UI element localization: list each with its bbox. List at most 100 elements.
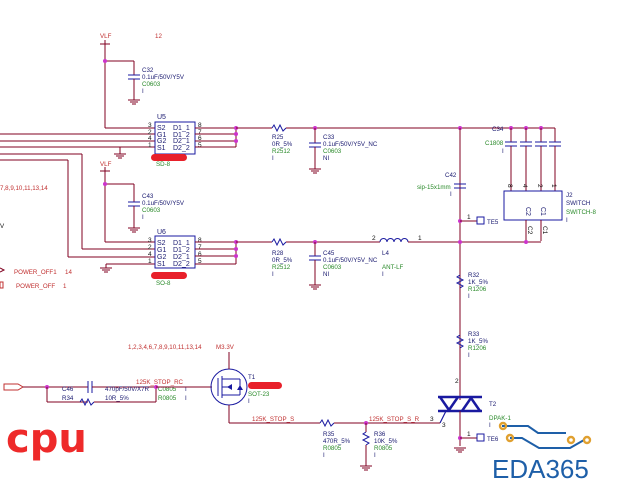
resistor-r28: R28 0R_5% R2512 I: [271, 237, 293, 278]
resistor-r33: R33 1K_5% R1206 I: [455, 331, 488, 359]
svg-text:2: 2: [536, 184, 543, 188]
svg-text:1: 1: [148, 142, 152, 149]
ground-symbol: [114, 153, 126, 159]
svg-text:I: I: [374, 452, 376, 459]
svg-text:C33: C33: [323, 134, 335, 141]
svg-text:3: 3: [148, 237, 152, 244]
inductor-l4: 2 1 L4 ANT-LF I: [372, 235, 422, 278]
svg-text:1,2,3,4,6,7,8,9,10,11,13,14: 1,2,3,4,6,7,8,9,10,11,13,14: [128, 344, 202, 351]
ic-u5: U5 3 2 4 1 S2 G1 G2 S1 D1_1 D1_2 D2_1 D2…: [148, 114, 202, 168]
svg-text:R1206: R1206: [468, 286, 487, 293]
svg-text:D2_2: D2_2: [173, 145, 190, 152]
svg-text:I: I: [468, 293, 470, 300]
svg-text:R0805: R0805: [374, 445, 393, 452]
svg-text:D1_2: D1_2: [173, 247, 190, 254]
svg-text:J2: J2: [566, 192, 573, 199]
capacitor-c43: C43 0.1uF/50V/Y5V C0603 I: [128, 184, 185, 228]
watermark-text: EDA365: [492, 454, 589, 484]
svg-text:10K_5%: 10K_5%: [374, 438, 398, 445]
svg-text:4: 4: [521, 184, 528, 188]
svg-text:2: 2: [372, 235, 376, 242]
svg-text:8: 8: [506, 184, 513, 188]
svg-text:0.1uF/50V/Y5V: 0.1uF/50V/Y5V: [142, 74, 185, 81]
svg-text:D2_2: D2_2: [173, 261, 190, 268]
svg-text:C0603: C0603: [323, 264, 342, 271]
ground-symbol: [454, 447, 466, 453]
svg-text:1K_5%: 1K_5%: [468, 279, 488, 286]
redaction-mark: [151, 154, 187, 161]
svg-text:G1: G1: [157, 132, 166, 139]
net-number-label: 12: [155, 33, 162, 40]
svg-text:C1: C1: [541, 226, 548, 235]
svg-text:125K_STOP_S: 125K_STOP_S: [252, 416, 294, 423]
svg-text:S2: S2: [157, 240, 166, 247]
svg-text:I: I: [272, 271, 274, 278]
svg-text:ANT-LF: ANT-LF: [382, 264, 404, 271]
svg-text:S1: S1: [157, 261, 166, 268]
svg-text:R28: R28: [272, 250, 284, 257]
svg-text:C1808: C1808: [485, 140, 504, 147]
svg-text:2: 2: [148, 129, 152, 136]
svg-text:C0603: C0603: [142, 81, 161, 88]
connector-j2: 8 4 2 1 C2 C1 J2 SWITCH SWITCH-8 I: [503, 184, 596, 224]
svg-text:NI: NI: [323, 155, 329, 162]
svg-text:I: I: [489, 422, 491, 429]
svg-text:D1_1: D1_1: [173, 240, 190, 247]
svg-text:R32: R32: [468, 272, 480, 279]
svg-text:R34: R34: [62, 395, 74, 402]
svg-text:SO-8: SO-8: [156, 280, 171, 287]
svg-text:I: I: [382, 271, 384, 278]
svg-text:5: 5: [198, 142, 202, 149]
svg-text:C0603: C0603: [142, 207, 161, 214]
svg-text:C2: C2: [526, 226, 533, 235]
vlf-label: VLF: [100, 33, 112, 40]
svg-text:R35: R35: [323, 431, 335, 438]
svg-text:POWER_OFF1: POWER_OFF1: [14, 269, 57, 276]
svg-text:1: 1: [148, 258, 152, 265]
svg-text:D2_1: D2_1: [173, 138, 190, 145]
capacitor-c46: C46 470pF/50V/X7R C0805 I: [62, 381, 187, 393]
svg-text:8: 8: [198, 237, 202, 244]
svg-text:D2_1: D2_1: [173, 254, 190, 261]
svg-text:C1: C1: [539, 207, 546, 216]
svg-text:4: 4: [148, 251, 152, 258]
svg-text:D1_2: D1_2: [173, 132, 190, 139]
svg-text:C0805: C0805: [158, 386, 177, 393]
test-point-te6: 1 TE6: [467, 431, 499, 443]
svg-text:I: I: [272, 155, 274, 162]
svg-text:C34: C34: [492, 126, 504, 133]
svg-text:C42: C42: [445, 172, 457, 179]
junction: [103, 59, 107, 63]
ic-u6: U6 3 2 4 1 S2 G1 G2 S1 D1_1 D1_2 D2_1 D2…: [148, 229, 202, 287]
svg-text:125K_STOP_S_R: 125K_STOP_S_R: [369, 416, 420, 423]
svg-text:1: 1: [63, 283, 67, 290]
svg-text:0R_5%: 0R_5%: [272, 141, 293, 148]
svg-text:7: 7: [198, 244, 202, 251]
svg-text:TE6: TE6: [487, 436, 499, 443]
svg-text:I: I: [450, 191, 452, 198]
svg-text:R0805: R0805: [158, 395, 177, 402]
svg-text:POWER_OFF: POWER_OFF: [16, 283, 55, 290]
svg-text:I: I: [185, 395, 187, 402]
svg-text:G1: G1: [157, 247, 166, 254]
svg-text:U6: U6: [157, 229, 166, 236]
svg-text:10R_5%: 10R_5%: [105, 395, 129, 402]
svg-text:R2512: R2512: [272, 264, 291, 271]
port-input: [3, 383, 24, 391]
svg-text:4: 4: [148, 135, 152, 142]
test-point-te5: 1 TE5: [467, 214, 499, 226]
svg-text:R1206: R1206: [468, 345, 487, 352]
svg-text:I: I: [142, 88, 144, 95]
svg-text:V: V: [0, 223, 5, 230]
svg-text:SWITCH: SWITCH: [566, 200, 590, 207]
svg-text:R25: R25: [272, 134, 284, 141]
svg-text:1K_5%: 1K_5%: [468, 338, 488, 345]
ground-symbol: [128, 96, 140, 105]
vlf-power-port-2: VLF: [100, 161, 112, 172]
capacitor-c33: C33 0.1uF/50V/Y5V_NC C0603 NI: [309, 128, 378, 169]
svg-text:470R_5%: 470R_5%: [323, 438, 351, 445]
svg-text:3: 3: [442, 422, 446, 429]
svg-text:cpu: cpu: [6, 416, 87, 462]
svg-text:I: I: [142, 214, 144, 221]
